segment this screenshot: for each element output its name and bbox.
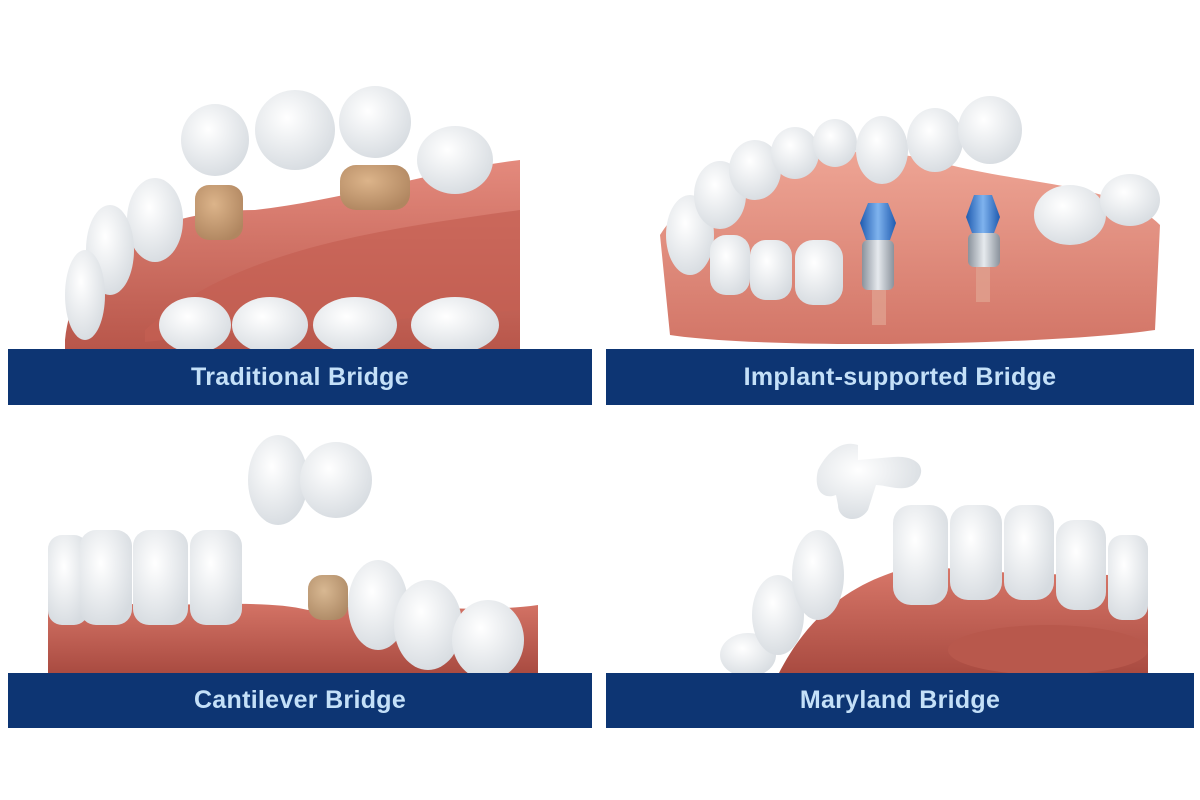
label-bar-implant: Implant-supported Bridge: [606, 349, 1194, 405]
label-implant-supported-bridge: Implant-supported Bridge: [743, 362, 1057, 391]
panel-traditional-bridge: Traditional Bridge: [0, 0, 600, 410]
label-bar-maryland: Maryland Bridge: [606, 673, 1194, 728]
panel-maryland-bridge: Maryland Bridge: [600, 410, 1200, 740]
label-bar-traditional: Traditional Bridge: [8, 349, 592, 405]
panel-implant-supported-bridge: Implant-supported Bridge: [600, 0, 1200, 410]
panel-cantilever-bridge: Cantilever Bridge: [0, 410, 600, 740]
label-cantilever-bridge: Cantilever Bridge: [193, 686, 407, 714]
label-bar-cantilever: Cantilever Bridge: [8, 673, 592, 728]
traditional-bridge-illustration: [55, 80, 525, 350]
label-traditional-bridge: Traditional Bridge: [191, 362, 409, 391]
cantilever-bridge-illustration: [48, 425, 538, 675]
implant-supported-bridge-illustration: [650, 95, 1170, 350]
label-maryland-bridge: Maryland Bridge: [799, 686, 1001, 714]
maryland-bridge-illustration: [718, 425, 1148, 675]
